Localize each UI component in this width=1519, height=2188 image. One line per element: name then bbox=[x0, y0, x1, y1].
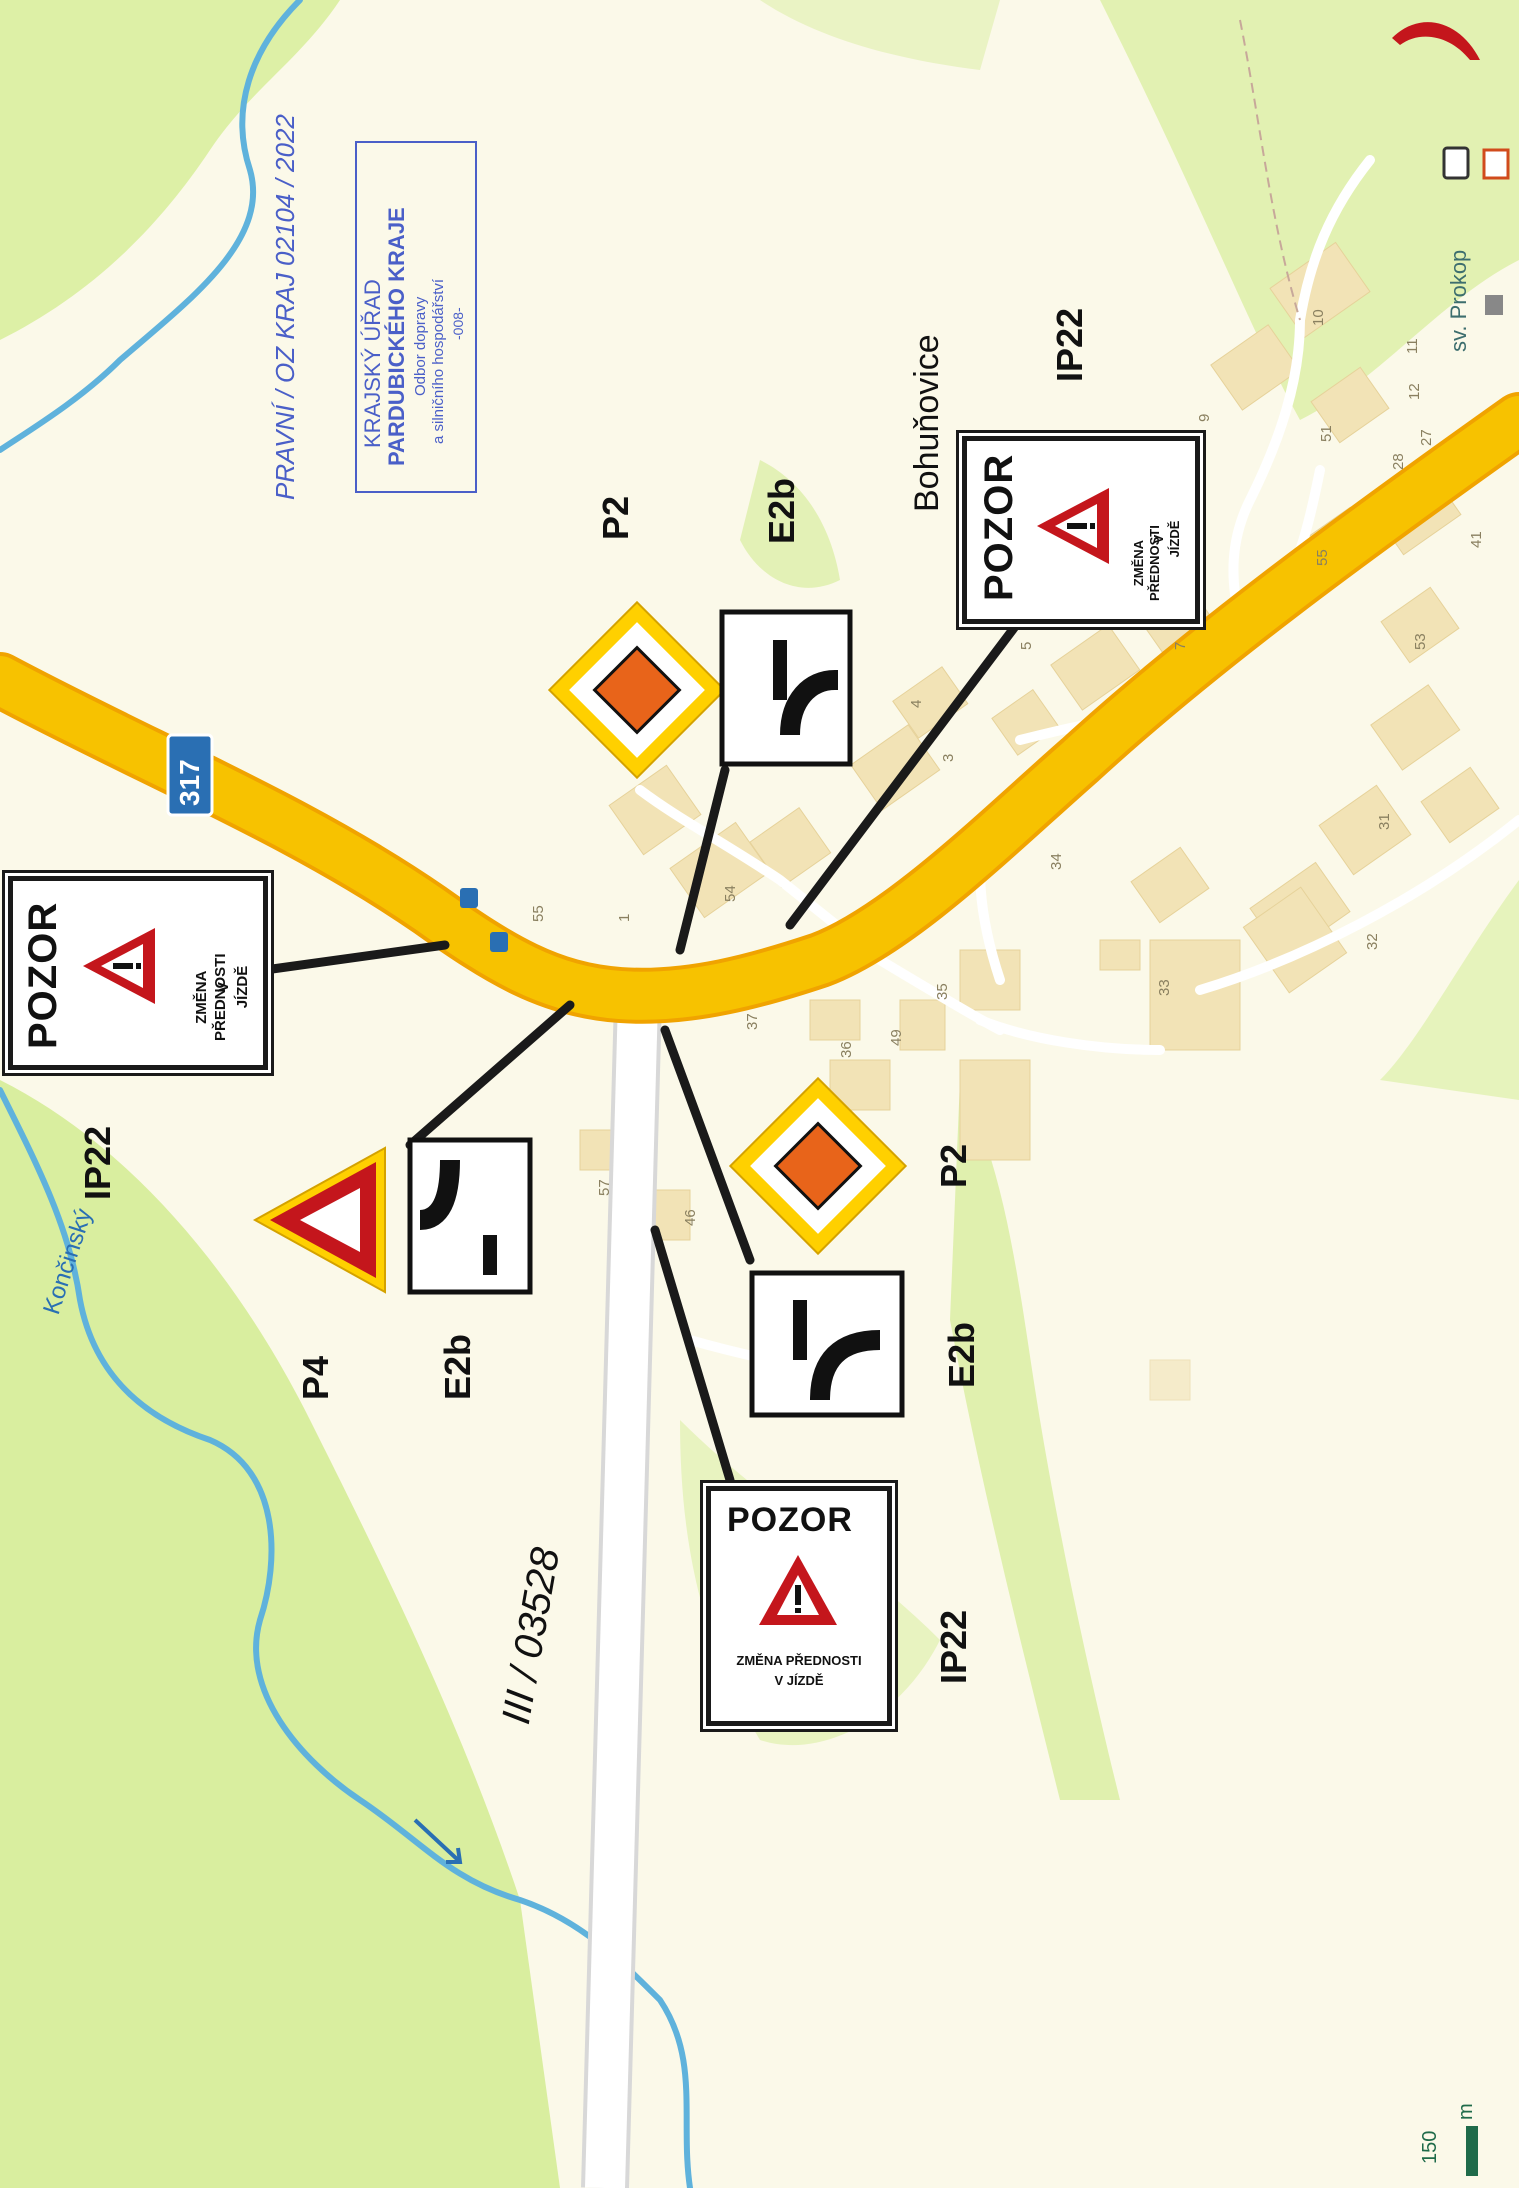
label-p4: P4 bbox=[295, 1355, 336, 1400]
house-number: 7 bbox=[1172, 641, 1189, 650]
road-03528 bbox=[585, 999, 658, 2188]
house-number: 9 bbox=[1196, 413, 1213, 422]
chapel-icon bbox=[1485, 295, 1503, 315]
stamp-line5: -008- bbox=[450, 307, 466, 340]
warning-sign-title: POZOR bbox=[21, 901, 65, 1049]
house-number: 32 bbox=[1364, 933, 1381, 950]
warning-sign-top: POZOR ZMĚNA PŘEDNOSTI V JÍZDĚ bbox=[962, 436, 1200, 624]
house-number: 4 bbox=[908, 699, 925, 708]
leader-lines bbox=[260, 615, 1025, 1485]
yield-sign bbox=[252, 1146, 386, 1294]
label-e2b-top: E2b bbox=[761, 477, 802, 544]
warning-triangle-icon bbox=[1037, 488, 1109, 564]
house-number: 28 bbox=[1390, 453, 1407, 470]
house-number: 10 bbox=[1310, 309, 1327, 326]
house-number: 46 bbox=[682, 1209, 699, 1226]
house-number: 11 bbox=[1404, 338, 1421, 354]
house-number: 3 bbox=[940, 753, 957, 762]
scale-bar bbox=[1466, 2126, 1478, 2176]
house-number: 41 bbox=[1468, 531, 1485, 548]
house-number: 57 bbox=[596, 1179, 613, 1196]
label-e2b-left: E2b bbox=[437, 1333, 478, 1400]
scale-unit: m bbox=[1455, 2103, 1477, 2120]
house-number: 49 bbox=[888, 1029, 905, 1046]
warning-triangle-icon bbox=[83, 928, 155, 1004]
flow-arrow-head bbox=[446, 1847, 463, 1864]
label-e2b-mid: E2b bbox=[941, 1321, 982, 1388]
house-number: 5 bbox=[1018, 641, 1035, 650]
main-road bbox=[0, 396, 1519, 1020]
house-number: 53 bbox=[1412, 633, 1429, 650]
house-number: 54 bbox=[722, 885, 739, 902]
fuel-icon bbox=[1442, 146, 1470, 180]
stamp-line4: a silničního hospodářství bbox=[430, 278, 447, 444]
road-shape-plate-mid bbox=[749, 1270, 905, 1418]
warning-sign-line2: V JÍZDĚ bbox=[215, 965, 251, 1009]
road-badge-317 bbox=[166, 733, 214, 817]
house-number: 34 bbox=[1048, 853, 1065, 870]
warning-sign-line1: ZMĚNA PŘEDNOSTI bbox=[736, 1653, 862, 1668]
house-number: 27 bbox=[1418, 429, 1435, 446]
warning-triangle-icon bbox=[759, 1555, 837, 1625]
house-number: 51 bbox=[1318, 425, 1335, 442]
stamp-handwritten: PRAVNÍ / OZ KRAJ 02104 / 2022 bbox=[270, 114, 300, 500]
house-number: 31 bbox=[1376, 813, 1393, 830]
house-number: 55 bbox=[530, 905, 547, 922]
warning-sign-title: POZOR bbox=[727, 1501, 853, 1539]
village-name: Bohuňovice bbox=[908, 334, 946, 512]
house-number: 37 bbox=[744, 1013, 761, 1030]
stamp-line3: Odbor dopravy bbox=[412, 296, 429, 396]
label-p2-mid: P2 bbox=[933, 1143, 974, 1188]
road-badge-text: 317 bbox=[174, 759, 205, 806]
stamp-line1: KRAJSKÝ ÚŘAD bbox=[360, 279, 385, 448]
road-shape-plate-top bbox=[719, 609, 853, 767]
label-ip22-top: IP22 bbox=[1049, 307, 1090, 382]
priority-road-sign-mid bbox=[728, 1076, 908, 1256]
house-number: 1 bbox=[616, 913, 633, 922]
stream bbox=[0, 0, 693, 2188]
house-number: 35 bbox=[934, 983, 951, 1000]
flow-arrow bbox=[413, 1818, 460, 1862]
stamp-line2: PARDUBICKÉHO KRAJE bbox=[384, 207, 409, 466]
priority-road-sign-top bbox=[547, 600, 727, 780]
house-number: 12 bbox=[1406, 383, 1423, 400]
warning-sign-line2: V JÍZDĚ bbox=[774, 1673, 824, 1688]
house-number: 33 bbox=[1156, 979, 1173, 996]
corner-mark bbox=[1392, 22, 1480, 60]
label-p2-top: P2 bbox=[595, 495, 636, 540]
office-stamp-frame bbox=[355, 141, 477, 493]
warning-sign-line2: V JÍZDĚ bbox=[1151, 520, 1183, 558]
chapel-label: sv. Prokop bbox=[1446, 249, 1471, 352]
book-icon bbox=[1482, 148, 1510, 180]
label-ip22-left: IP22 bbox=[77, 1125, 118, 1200]
house-number: 36 bbox=[838, 1041, 855, 1058]
bus-stop-icon bbox=[460, 888, 508, 952]
warning-sign-bottom: POZOR ZMĚNA PŘEDNOSTI V JÍZDĚ bbox=[706, 1486, 892, 1726]
boundary-line bbox=[1239, 19, 1301, 321]
warning-sign-left: POZOR ZMĚNA PŘEDNOSTI V JÍZDĚ bbox=[8, 876, 268, 1070]
label-ip22-bottom: IP22 bbox=[933, 1609, 974, 1684]
road-shape-plate-left bbox=[407, 1137, 533, 1295]
scale-value: 150 bbox=[1419, 2130, 1441, 2164]
warning-sign-title: POZOR bbox=[977, 453, 1021, 601]
house-number: 55 bbox=[1314, 549, 1331, 566]
